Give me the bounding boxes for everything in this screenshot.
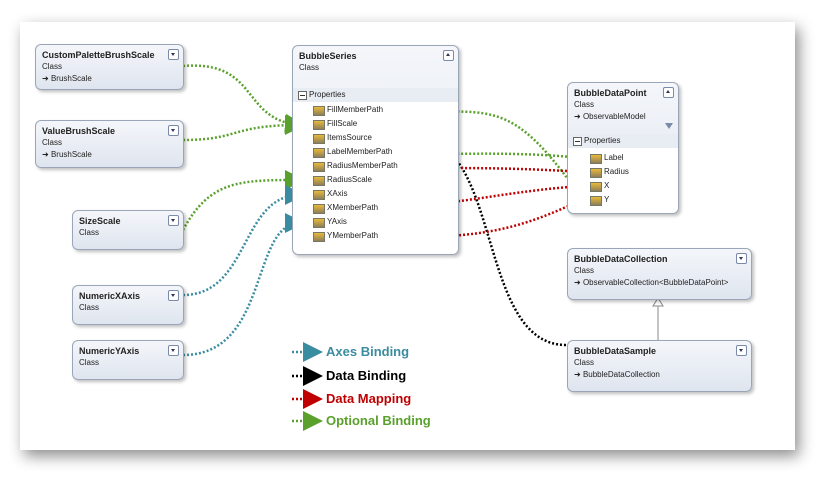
property[interactable]: Label (590, 153, 624, 164)
property-icon (590, 196, 602, 206)
connector-numeric-x (182, 185, 305, 297)
property[interactable]: Y (590, 195, 609, 206)
collapse-icon[interactable] (663, 87, 674, 98)
property-icon (590, 168, 602, 178)
property-icon (313, 232, 325, 242)
class-base: ➜ BrushScale (42, 74, 92, 83)
legend-data-mapping: Data Mapping (326, 391, 412, 406)
property-icon (313, 162, 325, 172)
expand-icon[interactable] (168, 215, 179, 226)
property[interactable]: XMemberPath (313, 203, 378, 214)
property[interactable]: XAxis (313, 189, 347, 200)
class-bubble-data-collection[interactable]: BubbleDataCollection Class ➜ ObservableC… (567, 248, 752, 300)
class-base: ➜ ObservableCollection<BubbleDataPoint> (574, 278, 729, 287)
class-base: ➜ BubbleDataCollection (574, 370, 660, 379)
class-kind: Class (79, 228, 100, 237)
property[interactable]: ItemsSource (313, 133, 372, 144)
property-icon (313, 176, 325, 186)
class-kind: Class (574, 100, 595, 109)
class-kind: Class (574, 266, 595, 275)
property[interactable]: Radius (590, 167, 629, 178)
property-icon (313, 120, 325, 130)
class-kind: Class (299, 63, 320, 72)
property-icon (313, 204, 325, 214)
class-numeric-y-axis[interactable]: NumericYAxis Class (72, 340, 184, 380)
expand-icon[interactable] (168, 125, 179, 136)
class-bubble-data-point[interactable]: BubbleDataPoint Class ➜ ObservableModel … (567, 82, 679, 214)
property[interactable]: X (590, 181, 609, 192)
class-size-scale[interactable]: SizeScale Class (72, 210, 184, 250)
property[interactable]: FillMemberPath (313, 105, 383, 116)
properties-section[interactable]: Properties (293, 88, 458, 102)
collapse-section-icon[interactable] (298, 91, 307, 100)
property-icon (313, 190, 325, 200)
class-value-brush-scale[interactable]: ValueBrushScale Class ➜ BrushScale (35, 120, 184, 168)
connector-label (420, 143, 584, 164)
collapse-icon[interactable] (443, 50, 454, 61)
class-kind: Class (574, 358, 595, 367)
class-bubble-series[interactable]: BubbleSeries Class Properties FillMember… (292, 45, 459, 255)
class-custom-palette-brush-scale[interactable]: CustomPaletteBrushScale Class ➜ BrushSca… (35, 44, 184, 90)
connector-custom-palette (182, 64, 305, 134)
class-numeric-x-axis[interactable]: NumericXAxis Class (72, 285, 184, 325)
legend-axes-binding: Axes Binding (326, 344, 410, 359)
property[interactable]: FillScale (313, 119, 357, 130)
class-name: NumericXAxis (79, 291, 141, 301)
inheritance-arrow-icon (652, 297, 664, 307)
connector-numeric-y (182, 213, 305, 357)
class-bubble-data-sample[interactable]: BubbleDataSample Class ➜ BubbleDataColle… (567, 340, 752, 392)
class-name: SizeScale (79, 216, 121, 226)
collapse-section-icon[interactable] (573, 137, 582, 146)
property-icon (313, 106, 325, 116)
property-icon (313, 148, 325, 158)
class-kind: Class (79, 358, 100, 367)
property[interactable]: RadiusScale (313, 175, 372, 186)
expand-icon[interactable] (168, 49, 179, 60)
property-list: Label Radius X Y (568, 148, 678, 213)
property[interactable]: YAxis (313, 217, 347, 228)
connector-size-scale (181, 170, 305, 231)
legend-data-binding: Data Binding (326, 368, 407, 383)
property-list: FillMemberPath FillScale ItemsSource Lab… (293, 102, 458, 254)
class-name: NumericYAxis (79, 346, 140, 356)
class-base: ➜ ObservableModel (574, 112, 646, 121)
filter-icon[interactable] (665, 123, 673, 129)
class-kind: Class (42, 62, 63, 71)
property-icon (590, 182, 602, 192)
expand-icon[interactable] (168, 290, 179, 301)
expand-icon[interactable] (736, 345, 747, 356)
property[interactable]: RadiusMemberPath (313, 161, 398, 172)
property-icon (590, 154, 602, 164)
class-name: CustomPaletteBrushScale (42, 50, 155, 60)
legend-optional-binding: Optional Binding (326, 413, 431, 428)
properties-section[interactable]: Properties (568, 134, 678, 148)
class-kind: Class (42, 138, 63, 147)
connector-items-source (420, 132, 567, 347)
property[interactable]: YMemberPath (313, 231, 378, 242)
connector-radius (420, 158, 584, 179)
property-icon (313, 218, 325, 228)
class-kind: Class (79, 303, 100, 312)
class-name: BubbleSeries (299, 51, 357, 61)
property-icon (313, 134, 325, 144)
class-base: ➜ BrushScale (42, 150, 92, 159)
class-name: BubbleDataCollection (574, 254, 668, 264)
connector-value-brush (182, 115, 305, 142)
property[interactable]: LabelMemberPath (313, 147, 392, 158)
class-name: BubbleDataPoint (574, 88, 647, 98)
expand-icon[interactable] (168, 345, 179, 356)
class-name: ValueBrushScale (42, 126, 116, 136)
expand-icon[interactable] (736, 253, 747, 264)
class-name: BubbleDataSample (574, 346, 657, 356)
